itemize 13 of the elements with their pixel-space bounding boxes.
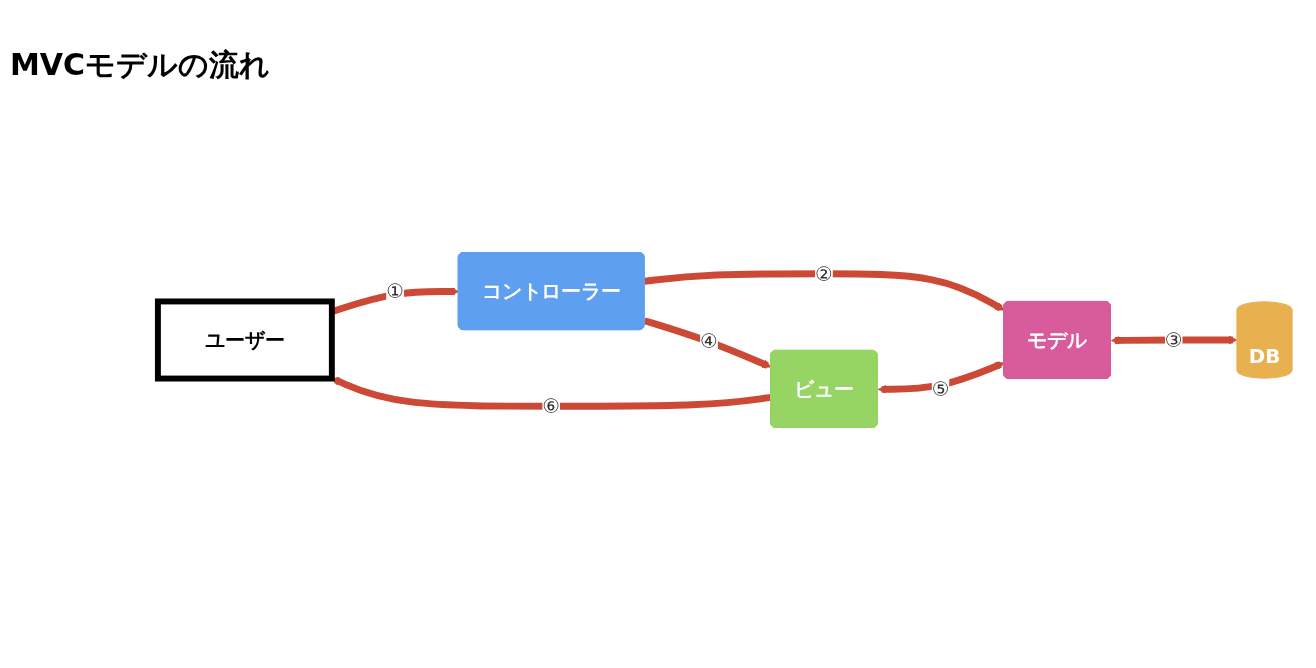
- arrow: [1110, 335, 1238, 345]
- edge-label: ③: [1164, 328, 1183, 352]
- arrow: [331, 376, 772, 410]
- edge-label: ①: [386, 279, 404, 303]
- edge-label: ②: [815, 261, 833, 286]
- edge-label: ⑤: [931, 377, 950, 401]
- node-box: ユーザー: [154, 298, 335, 382]
- diagram-title: MVCモデルの流れ: [10, 46, 271, 84]
- edge-label: ④: [700, 328, 718, 353]
- arrow: [643, 317, 772, 369]
- arrow: [877, 361, 1005, 394]
- edge-label: ⑥: [542, 394, 561, 419]
- arrow: [644, 270, 1005, 312]
